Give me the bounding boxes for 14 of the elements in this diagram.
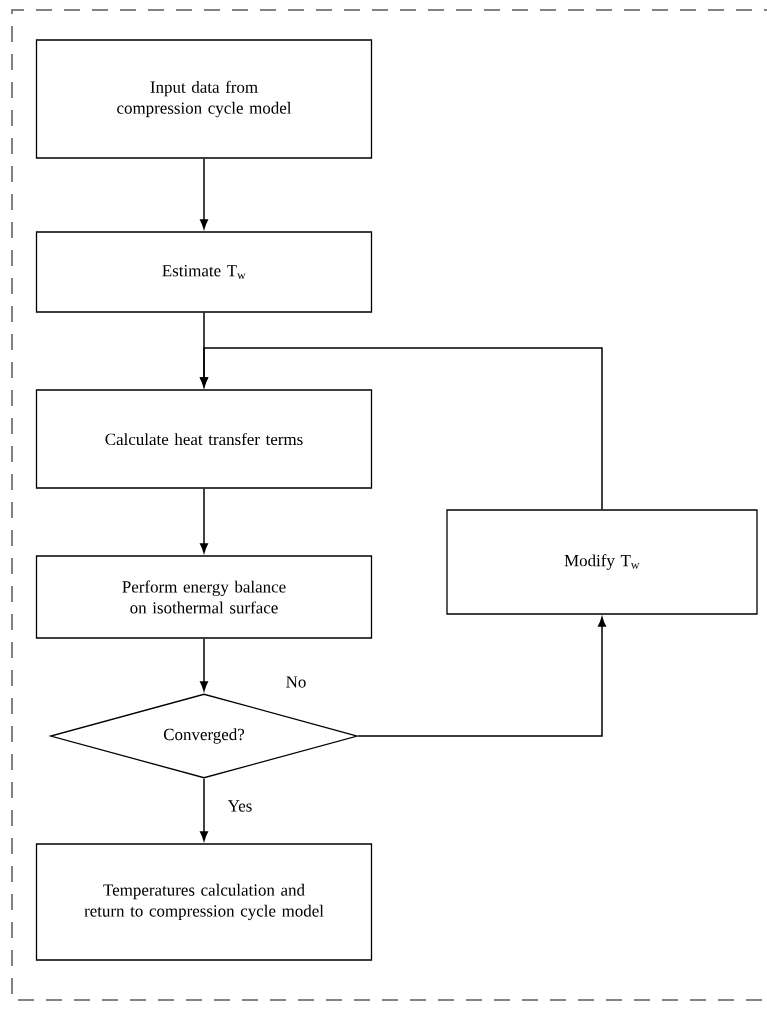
process-box: Estimate T$_{w}$ [35,231,373,313]
arrow [200,777,208,842]
process-box: Temperatures calculation and return to compression cycle model [35,843,373,961]
arrow [200,347,603,511]
process-box: Modify T$_{w}$ [446,509,758,615]
arrow [200,157,208,230]
process-box: Calculate heat transfer terms [35,389,373,489]
edge-label: Yes [226,799,254,813]
arrow [200,637,208,692]
arrow [200,487,208,554]
process-box: Input data from compression cycle model [35,39,373,159]
process-box: Perform energy balance on isothermal surface [35,555,373,639]
arrow [357,617,606,737]
edge-label: No [284,675,308,689]
